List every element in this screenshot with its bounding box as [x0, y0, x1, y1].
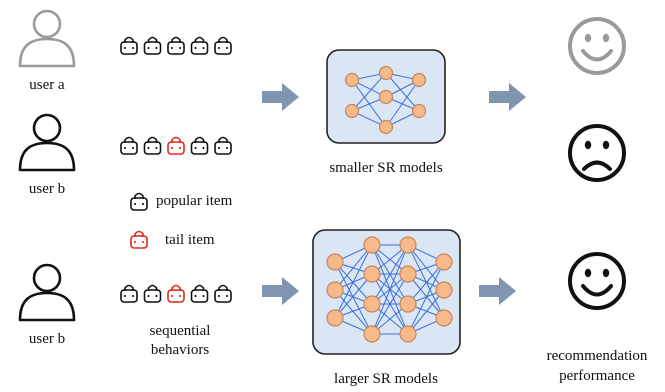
arrow-to-large-model: [262, 277, 299, 305]
popular-item-icon: [120, 136, 138, 155]
network-node: [363, 325, 381, 343]
sad-face-icon: [568, 124, 626, 182]
popular-item-icon: [120, 284, 138, 303]
network-node: [326, 253, 344, 271]
legend-popular-label: popular item: [156, 193, 233, 209]
network-node: [378, 89, 394, 105]
outcome-caption-line2: performance: [559, 368, 635, 384]
network-node: [435, 309, 453, 327]
users-layer: [18, 9, 76, 322]
network-node: [363, 295, 381, 313]
legend-tail-label: tail item: [165, 232, 215, 248]
popular-item-icon: [214, 136, 232, 155]
network-node: [378, 119, 394, 135]
models-layer: [312, 49, 461, 355]
user-label-a: user a: [29, 77, 65, 93]
popular-item-icon: [190, 284, 209, 303]
tail-item-icon: [167, 284, 185, 303]
sequence-caption-line1: sequential: [149, 323, 211, 339]
user-icon: [18, 9, 76, 68]
user-label-b1: user b: [28, 181, 66, 197]
popular-item-icon: [190, 36, 209, 55]
happy-face-icon: [568, 252, 626, 310]
network-node: [344, 103, 360, 119]
network-node: [399, 325, 417, 343]
network-node: [411, 72, 427, 88]
popular-item-icon: [214, 284, 232, 303]
network-node: [411, 103, 427, 119]
popular-item-icon: [120, 36, 138, 55]
network-node: [399, 236, 417, 254]
popular-item-icon: [190, 136, 209, 155]
small-model-label: smaller SR models: [329, 160, 443, 176]
network-node: [344, 72, 360, 88]
arrows-layer: [262, 83, 526, 305]
network-node: [399, 295, 417, 313]
popular-item-icon: [143, 284, 162, 303]
user-icon: [18, 113, 76, 172]
network-node: [363, 265, 381, 283]
arrow-from-large-model: [479, 277, 516, 305]
network-node: [363, 236, 381, 254]
network-node: [435, 281, 453, 299]
network-node: [399, 265, 417, 283]
popular-item-icon: [143, 36, 162, 55]
outcome-caption-line1: recommendation: [546, 348, 648, 364]
network-node: [378, 65, 394, 81]
user-label-b2: user b: [28, 331, 66, 347]
smaller-model-network: [326, 49, 446, 144]
tail-item-icon: [167, 136, 185, 155]
happy-face-icon: [568, 17, 626, 75]
large-model-label: larger SR models: [334, 371, 438, 387]
arrow-to-outcome: [489, 83, 526, 111]
legend-popular-icon: [130, 192, 148, 211]
sequences-layer: [120, 36, 232, 303]
arrow-to-small-model: [262, 83, 299, 111]
network-node: [326, 309, 344, 327]
outcomes-layer: [568, 17, 626, 310]
legend-layer: [130, 192, 148, 249]
popular-item-icon: [167, 36, 185, 55]
legend-tail-icon: [130, 230, 148, 249]
network-node: [435, 253, 453, 271]
popular-item-icon: [143, 136, 162, 155]
popular-item-icon: [214, 36, 232, 55]
larger-model-network: [312, 229, 461, 355]
network-node: [326, 281, 344, 299]
user-icon: [18, 263, 76, 322]
sequence-caption-line2: behaviors: [150, 342, 210, 358]
